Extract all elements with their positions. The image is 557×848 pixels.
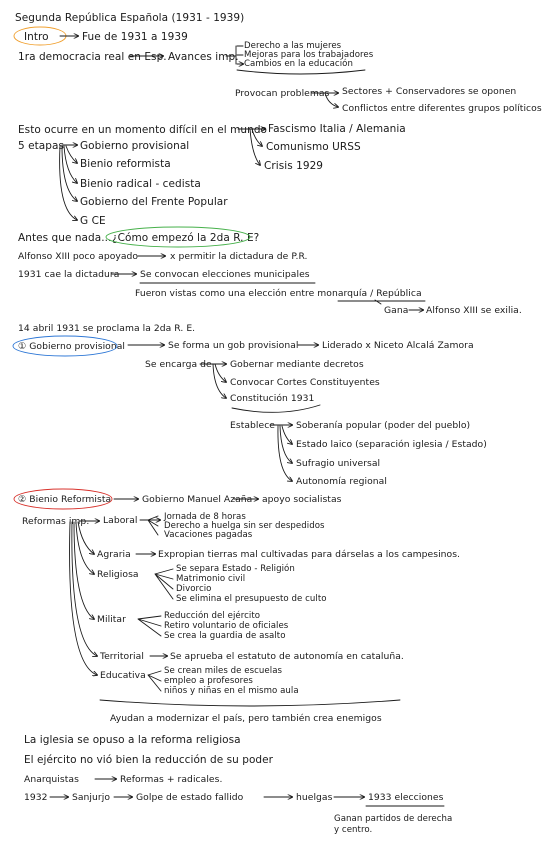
- avances-item: Cambios en la educación: [244, 59, 353, 69]
- dictadura-line: 1931 cae la dictadura: [18, 269, 120, 280]
- gana-label: Gana: [384, 305, 409, 316]
- reforma-agraria: Agraria: [97, 549, 131, 560]
- antes-text: Antes que nada...: [18, 232, 112, 244]
- reforma-laboral: Laboral: [103, 515, 138, 526]
- avances-item: Derecho a las mujeres: [244, 41, 342, 51]
- avances-label: Avances imp.: [168, 51, 239, 63]
- territorial-text: Se aprueba el estatuto de autonomía en c…: [170, 651, 404, 662]
- laboral-item: Vacaciones pagadas: [164, 530, 253, 540]
- educativa-item: empleo a profesores: [164, 676, 253, 686]
- elecciones-municipales: Se convocan elecciones municipales: [140, 269, 310, 280]
- etapa-item: Bienio reformista: [80, 158, 171, 170]
- golpe-text: Golpe de estado fallido: [136, 792, 244, 803]
- laboral-item: Jornada de 8 horas: [164, 512, 246, 522]
- etapa-item: Gobierno del Frente Popular: [80, 196, 228, 208]
- huelgas-text: huelgas: [296, 792, 333, 803]
- etapa-item: Bienio radical - cedista: [80, 178, 201, 190]
- question-text: ¿Cómo empezó la 2da R. E?: [112, 232, 260, 244]
- ending-ejercito: El ejército no vió bien la reducción de …: [24, 754, 274, 766]
- establece-item: Estado laico (separación iglesia / Estad…: [296, 439, 487, 450]
- agraria-text: Expropian tierras mal cultivadas para dá…: [158, 549, 461, 560]
- gob-prov-encarga: Se encarga de: [145, 359, 212, 370]
- exilia-text: Alfonso XIII se exilia.: [426, 305, 522, 316]
- avances-item: Mejoras para los trabajadores: [244, 50, 374, 60]
- sanjurjo: Sanjurjo: [72, 792, 111, 803]
- militar-item: Reducción del ejército: [164, 611, 261, 621]
- dictadura-line: Fueron vistas como una elección entre mo…: [135, 288, 422, 299]
- elecciones-1933: 1933 elecciones: [368, 792, 444, 803]
- establece-item: Autonomía regional: [296, 476, 387, 487]
- militar-item: Se crea la guardia de asalto: [164, 631, 286, 641]
- context-item: Comunismo URSS: [266, 141, 361, 153]
- religiosa-item: Se separa Estado - Religión: [176, 564, 295, 574]
- reformas-label: Reformas imp.: [22, 516, 90, 527]
- ganan-text-2: y centro.: [334, 825, 373, 835]
- anarquistas-text: Reformas + radicales.: [120, 774, 223, 785]
- etapa-item: Gobierno provisional: [80, 140, 190, 152]
- problema-item: Sectores + Conservadores se oponen: [342, 86, 517, 97]
- establece-item: Sufragio universal: [296, 458, 381, 469]
- establece-label: Establece: [230, 420, 276, 431]
- etapas-label: 5 etapas: [18, 140, 64, 152]
- reforma-educativa: Educativa: [100, 670, 146, 681]
- gob-prov-forma: Se forma un gob provisional: [168, 340, 299, 351]
- educativa-item: Se crean miles de escuelas: [164, 666, 283, 676]
- bienio-label: ② Bienio Reformista: [18, 494, 112, 505]
- dictadura-line: x permitir la dictadura de P.R.: [170, 251, 308, 262]
- reforma-militar: Militar: [97, 614, 126, 625]
- militar-item: Retiro voluntario de oficiales: [164, 621, 289, 631]
- gob-prov-task: Constitución 1931: [230, 393, 315, 404]
- etapa-item: G CE: [80, 215, 106, 227]
- provocan-label: Provocan problemas: [235, 88, 330, 99]
- educativa-item: niños y niñas en el mismo aula: [164, 686, 299, 696]
- intro-democracia: 1ra democracia real en Esp.: [18, 51, 167, 63]
- anarquistas-label: Anarquistas: [24, 774, 79, 785]
- context-item: Crisis 1929: [264, 160, 324, 172]
- intro-label: Intro: [24, 31, 49, 43]
- intro-circle: [13, 26, 67, 46]
- ganan-text: Ganan partidos de derecha: [334, 814, 453, 824]
- establece-item: Soberanía popular (poder del pueblo): [296, 420, 471, 431]
- gob-prov-task: Convocar Cortes Constituyentes: [230, 377, 380, 388]
- question-circle: [105, 226, 251, 248]
- year-1932: 1932: [24, 792, 48, 803]
- dictadura-line: Alfonso XIII poco apoyado: [18, 251, 139, 262]
- gob-prov-task: Gobernar mediante decretos: [230, 359, 364, 370]
- bienio-circle: [13, 488, 113, 510]
- religiosa-item: Matrimonio civil: [176, 574, 246, 584]
- gob-prov-label: ① Gobierno provisional: [18, 341, 125, 352]
- reforma-religiosa: Religiosa: [97, 569, 139, 580]
- reforma-territorial: Territorial: [100, 651, 144, 662]
- gob-prov-circle: [12, 335, 118, 357]
- page-title: Segunda República Española (1931 - 1939): [15, 12, 245, 24]
- context-text: Esto ocurre en un momento difícil en el …: [18, 124, 268, 136]
- ending-iglesia: La iglesia se opuso a la reforma religio…: [24, 734, 241, 746]
- intro-text: Fue de 1931 a 1939: [82, 31, 188, 43]
- bienio-apoyo: apoyo socialistas: [262, 494, 342, 505]
- religiosa-item: Divorcio: [176, 584, 212, 594]
- context-item: Fascismo Italia / Alemania: [268, 123, 406, 135]
- laboral-item: Derecho a huelga sin ser despedidos: [164, 521, 325, 531]
- bienio-summary: Ayudan a modernizar el país, pero tambié…: [110, 713, 382, 724]
- religiosa-item: Se elimina el presupuesto de culto: [176, 594, 327, 604]
- bienio-gobierno: Gobierno Manuel Azaña: [142, 494, 253, 505]
- problema-item: Conflictos entre diferentes grupos polít…: [342, 103, 542, 114]
- proclama-text: 14 abril 1931 se proclama la 2da R. E.: [18, 323, 196, 334]
- gob-prov-liderado: Liderado x Niceto Alcalá Zamora: [322, 340, 474, 351]
